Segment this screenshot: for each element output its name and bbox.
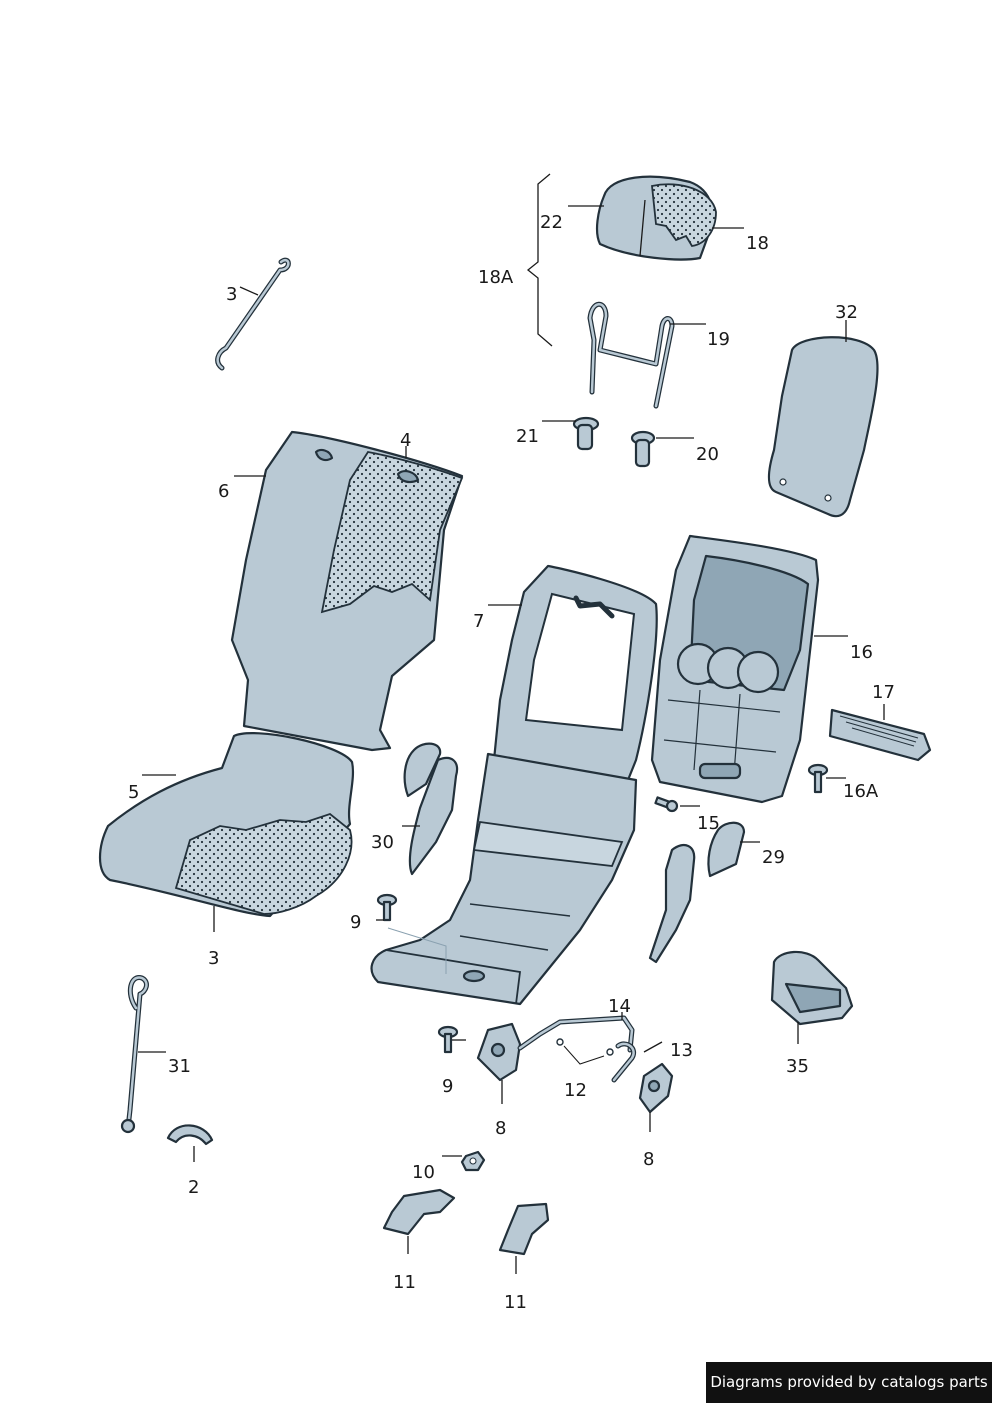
label-16: 16 — [850, 642, 873, 663]
part-14-release-lever — [517, 1012, 635, 1053]
label-4: 4 — [400, 430, 411, 451]
part-16-rear-shell — [650, 534, 848, 804]
part-2-clip — [166, 1124, 214, 1162]
part-20-guide-pin — [630, 430, 694, 468]
part-17-vent-grille — [828, 704, 932, 762]
label-17: 17 — [872, 682, 895, 703]
label-14: 14 — [608, 996, 631, 1017]
part-30-side-trim — [402, 742, 459, 876]
label-10: 10 — [412, 1162, 435, 1183]
label-6: 6 — [218, 481, 229, 502]
label-30: 30 — [371, 832, 394, 853]
part-15-bolt — [654, 796, 700, 813]
part-21-guide-pin — [542, 416, 600, 451]
part-7-backrest-frame — [488, 564, 658, 786]
label-20: 20 — [696, 444, 719, 465]
part-31-wire-hook — [120, 975, 166, 1134]
part-9-screw-lower — [437, 1025, 466, 1054]
label-32: 32 — [835, 302, 858, 323]
label-9-upper: 9 — [350, 912, 361, 933]
label-8-left: 8 — [495, 1118, 506, 1139]
label-5: 5 — [128, 782, 139, 803]
label-15: 15 — [697, 813, 720, 834]
part-9-screw-upper — [376, 893, 447, 974]
label-11-left: 11 — [393, 1272, 416, 1293]
part-8-bracket-left — [476, 1022, 522, 1104]
label-3-top: 3 — [226, 284, 237, 305]
part-8-bracket-right — [638, 1062, 674, 1132]
part-32-backrest-panel — [767, 320, 879, 518]
label-3-bottom: 3 — [208, 948, 219, 969]
part-35-cover — [770, 950, 854, 1044]
label-8-right: 8 — [643, 1149, 654, 1170]
label-2: 2 — [188, 1177, 199, 1198]
part-13-spring — [611, 1041, 663, 1083]
part-18a-headrest-bracket — [526, 173, 553, 347]
label-19: 19 — [707, 329, 730, 350]
label-18: 18 — [746, 233, 769, 254]
part-12-washer — [556, 1038, 614, 1065]
part-10-nut — [442, 1150, 486, 1172]
part-19-guide-frame — [587, 301, 706, 409]
label-22: 22 — [540, 212, 563, 233]
label-29: 29 — [762, 847, 785, 868]
label-12: 12 — [564, 1080, 587, 1101]
label-35: 35 — [786, 1056, 809, 1077]
label-9-lower: 9 — [442, 1076, 453, 1097]
label-21: 21 — [516, 426, 539, 447]
part-3-hook-wire — [215, 257, 291, 371]
label-11-right: 11 — [504, 1292, 527, 1313]
part-4-backrest-foam — [234, 446, 464, 614]
part-29-side-trim — [648, 821, 760, 964]
label-18a: 18A — [478, 267, 514, 288]
part-22-headrest — [568, 175, 744, 261]
label-7: 7 — [473, 611, 484, 632]
label-31: 31 — [168, 1056, 191, 1077]
part-11-mounting-right — [498, 1202, 550, 1274]
part-11-mounting-left — [382, 1188, 456, 1254]
label-13: 13 — [670, 1040, 693, 1061]
part-16a-screw — [807, 763, 846, 794]
footer-credit: Diagrams provided by catalogs parts — [706, 1362, 992, 1403]
label-16a: 16A — [843, 781, 879, 802]
seat-base-frame — [370, 752, 638, 1006]
part-3-seat-foam — [142, 774, 353, 932]
